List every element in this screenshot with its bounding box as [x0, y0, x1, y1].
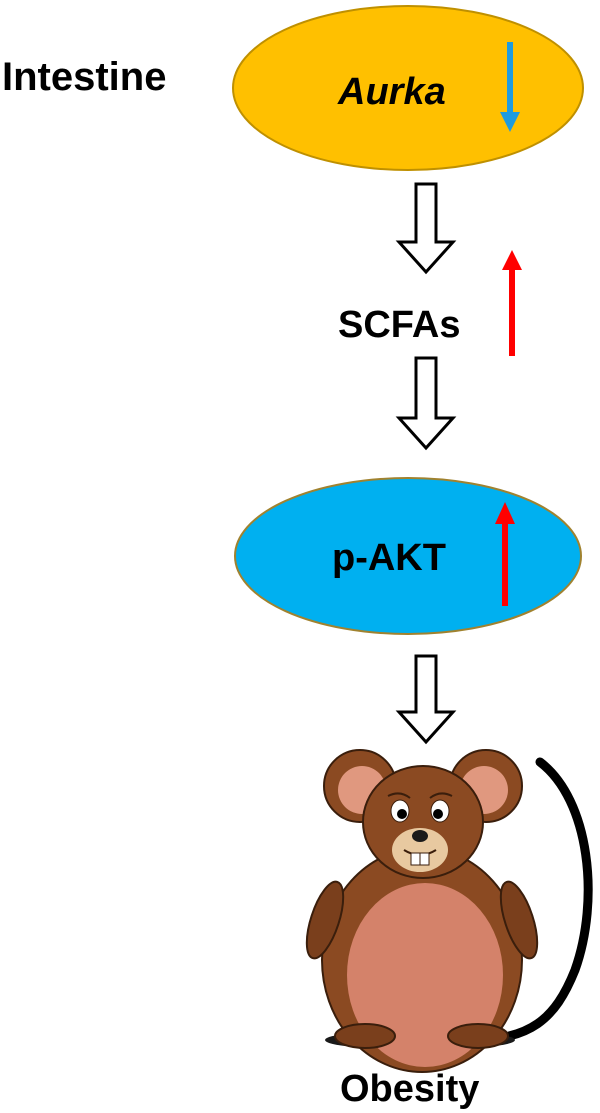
flow-arrow-1-icon [395, 182, 457, 275]
aurka-label: Aurka [337, 71, 446, 113]
aurka-ellipse [232, 5, 584, 171]
scfas-increase-arrow-icon [502, 250, 522, 356]
pakt-increase-arrow-icon [495, 502, 515, 606]
decrease-arrow-icon [500, 42, 520, 132]
flow-arrow-3-icon [395, 654, 457, 745]
scfas-label: SCFAs [338, 304, 460, 346]
obesity-label: Obesity [340, 1068, 479, 1110]
intestine-label: Intestine [2, 55, 166, 99]
pakt-ellipse [234, 477, 582, 635]
obese-mouse-icon [305, 749, 593, 1073]
pakt-label: p-AKT [332, 537, 446, 579]
flow-arrow-2-icon [395, 356, 457, 451]
